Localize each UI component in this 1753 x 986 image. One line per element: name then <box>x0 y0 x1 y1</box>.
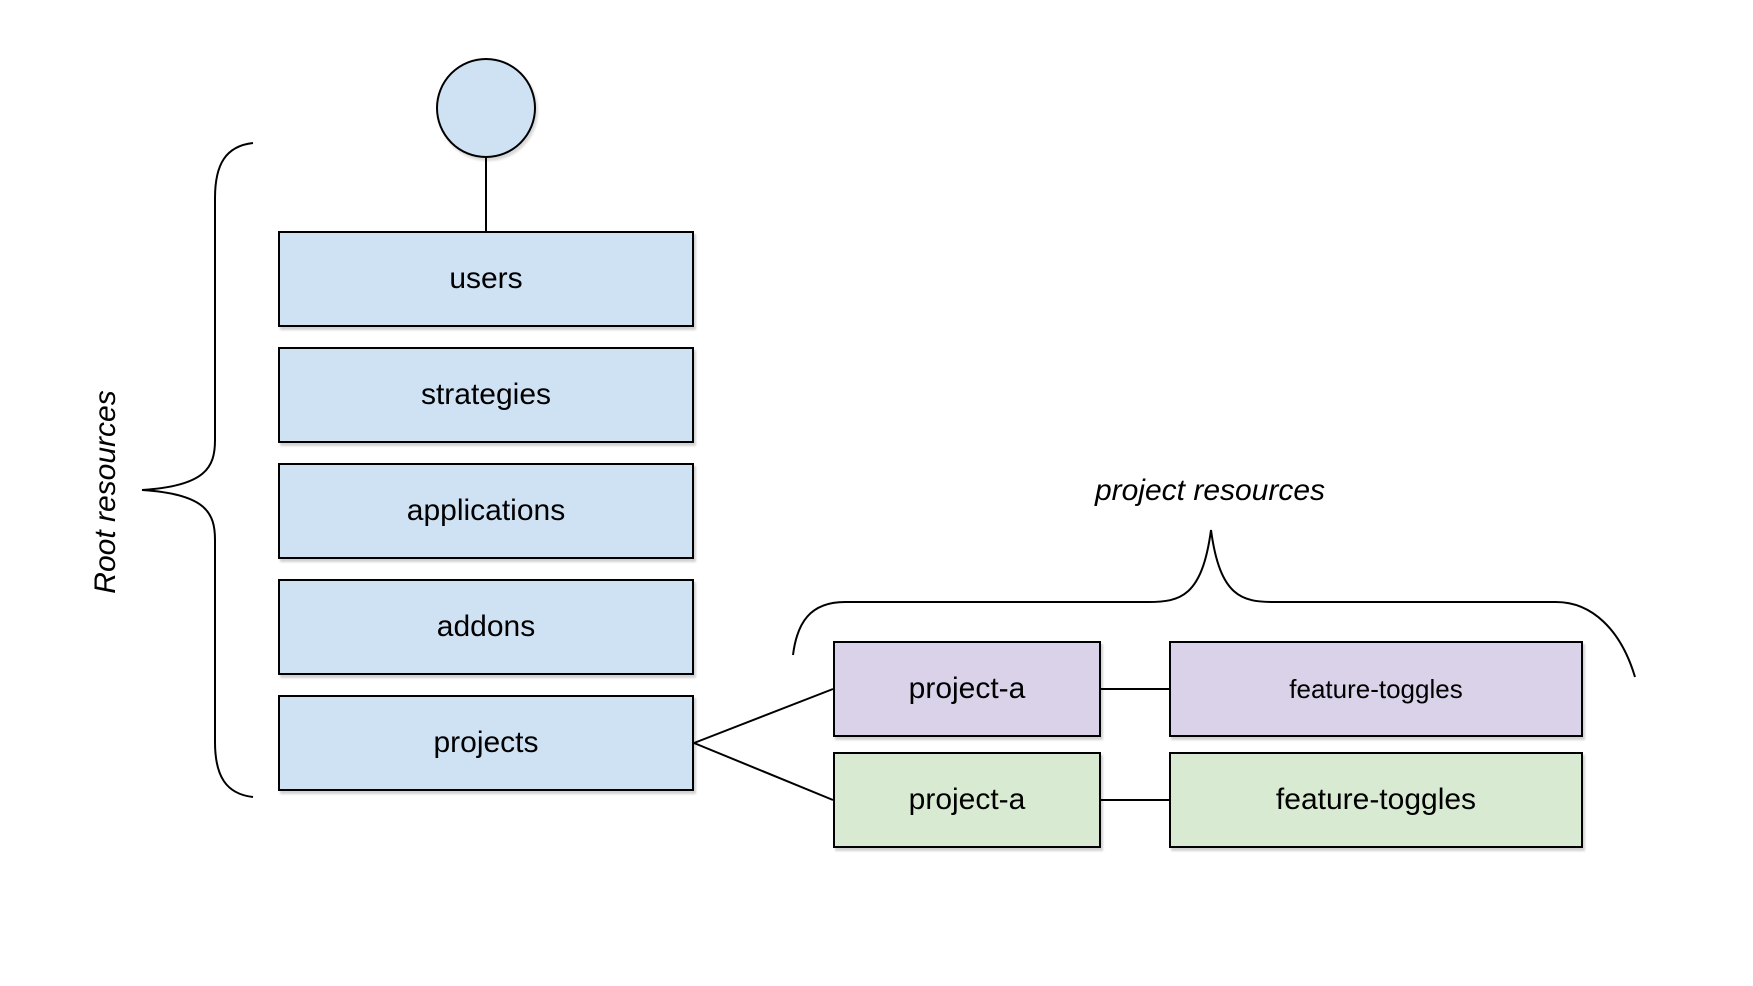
node-project-a-green: project-a <box>833 752 1101 848</box>
projects-to-project-a-green-line <box>693 742 834 801</box>
node-users-label: users <box>449 262 523 295</box>
node-applications: applications <box>278 463 694 559</box>
node-feature-toggles-green-label: feature-toggles <box>1275 783 1477 816</box>
root-resources-label: Root resources <box>89 390 122 594</box>
node-feature-toggles-purple-label: feature-toggles <box>1289 673 1463 704</box>
project-resources-label: project resources <box>1094 474 1326 507</box>
node-projects: projects <box>278 695 694 791</box>
node-users: users <box>278 231 694 327</box>
root-resources-brace <box>141 142 254 798</box>
node-addons-label: addons <box>436 610 536 643</box>
node-feature-toggles-green: feature-toggles <box>1169 752 1583 848</box>
node-projects-label: projects <box>433 726 539 759</box>
node-feature-toggles-purple: feature-toggles <box>1169 641 1583 737</box>
node-applications-label: applications <box>406 494 566 527</box>
node-project-a-green-label: project-a <box>908 783 1026 816</box>
node-strategies: strategies <box>278 347 694 443</box>
node-project-a-purple: project-a <box>833 641 1101 737</box>
root-circle <box>436 58 536 158</box>
node-addons: addons <box>278 579 694 675</box>
projects-to-project-a-purple-line <box>693 688 834 744</box>
node-project-a-purple-label: project-a <box>908 672 1026 705</box>
node-strategies-label: strategies <box>420 378 552 411</box>
